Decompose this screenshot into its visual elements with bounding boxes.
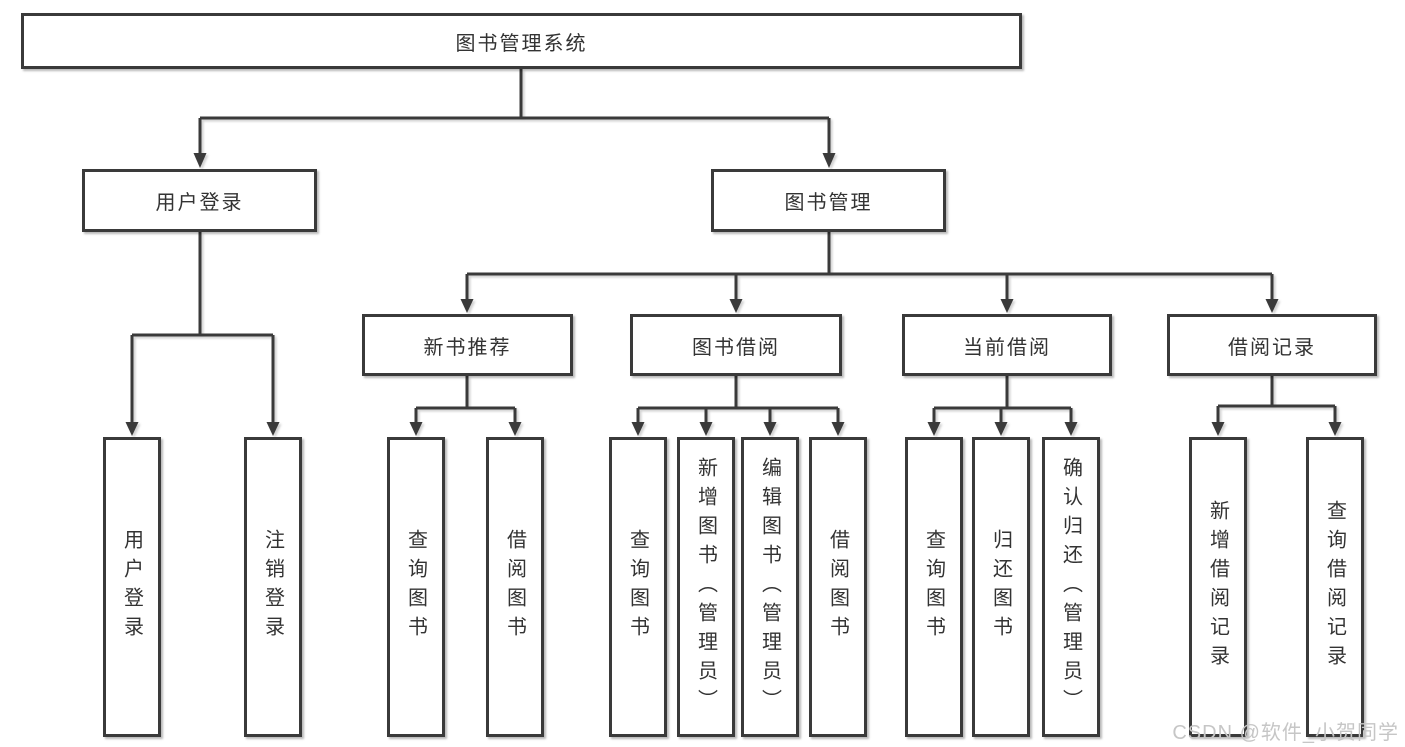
leaf-label: 编辑图书（管理员） (758, 456, 781, 718)
node-label: 图书管理 (784, 192, 873, 214)
csdn-watermark: CSDN @软件_小贺同学 (1172, 722, 1399, 744)
node-label: 当前借阅 (963, 336, 1051, 359)
leaf-query-books-recommend: 查询图书 (387, 437, 445, 737)
node-library-management-system: 图书管理系统 (21, 13, 1022, 69)
leaf-borrow-books-recommend: 借阅图书 (486, 437, 544, 737)
leaf-query-books-current: 查询图书 (905, 437, 963, 737)
node-current-borrowing: 当前借阅 (902, 314, 1112, 376)
leaf-label: 查询图书 (922, 529, 945, 645)
leaf-label: 借阅图书 (503, 529, 526, 645)
leaf-user-login: 用户登录 (103, 437, 161, 737)
leaf-logout: 注销登录 (244, 437, 302, 737)
leaf-label: 查询借阅记录 (1323, 500, 1346, 674)
leaf-edit-books-admin: 编辑图书（管理员） (741, 437, 799, 737)
node-book-management: 图书管理 (711, 169, 946, 232)
leaf-borrow-books: 借阅图书 (809, 437, 867, 737)
leaf-add-books-admin: 新增图书（管理员） (677, 437, 735, 737)
leaf-label: 用户登录 (120, 529, 143, 645)
leaf-return-books: 归还图书 (972, 437, 1030, 737)
node-label: 图书管理系统 (455, 32, 588, 55)
node-label: 用户登录 (155, 192, 244, 214)
node-user-login: 用户登录 (82, 169, 317, 232)
node-borrowing-records: 借阅记录 (1167, 314, 1377, 376)
leaf-add-borrow-record: 新增借阅记录 (1189, 437, 1247, 737)
leaf-confirm-return-admin: 确认归还（管理员） (1042, 437, 1100, 737)
leaf-label: 注销登录 (261, 529, 284, 645)
leaf-query-borrow-record: 查询借阅记录 (1306, 437, 1364, 737)
leaf-label: 新增图书（管理员） (694, 456, 717, 718)
leaf-label: 借阅图书 (826, 529, 849, 645)
node-book-borrowing: 图书借阅 (630, 314, 842, 376)
leaf-query-books-borrowing: 查询图书 (609, 437, 667, 737)
node-label: 图书借阅 (692, 336, 780, 359)
node-label: 新书推荐 (423, 336, 512, 359)
node-label: 借阅记录 (1228, 336, 1316, 359)
node-new-book-recommendation: 新书推荐 (362, 314, 573, 376)
leaf-label: 确认归还（管理员） (1059, 456, 1082, 718)
leaf-label: 归还图书 (989, 529, 1012, 645)
leaf-label: 查询图书 (404, 529, 427, 645)
leaf-label: 新增借阅记录 (1206, 500, 1229, 674)
leaf-label: 查询图书 (626, 529, 649, 645)
